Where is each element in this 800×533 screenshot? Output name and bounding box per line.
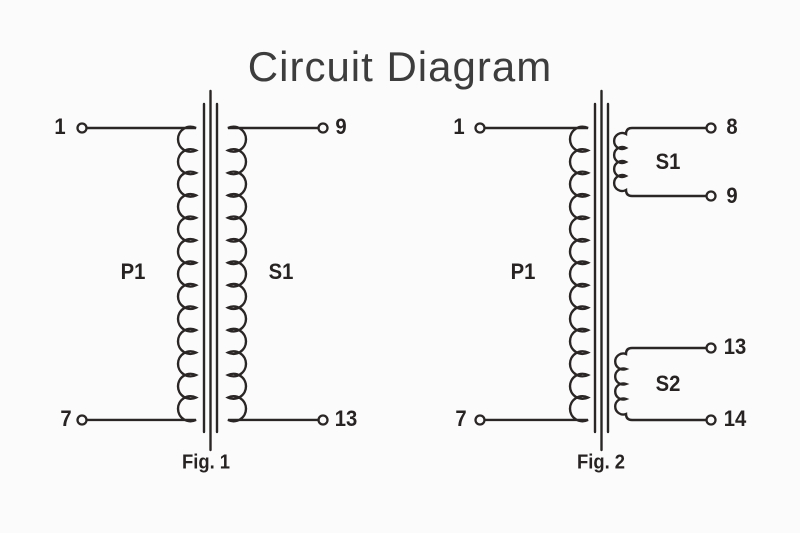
pin-label-14-fig2: 14 xyxy=(723,406,747,431)
figure-2-schematic xyxy=(474,89,717,452)
pin-label-1-fig1: 1 xyxy=(54,114,66,139)
terminal-pin-1-fig2 xyxy=(474,122,486,134)
pin-label-8-fig2: 8 xyxy=(726,114,738,139)
terminal-pin-1-fig1 xyxy=(76,122,88,134)
secondary-winding-s2-fig2 xyxy=(614,346,708,422)
transformer-core-fig2 xyxy=(593,89,610,452)
figure-1-schematic xyxy=(76,89,329,452)
primary-winding-fig2 xyxy=(484,125,591,423)
pin-label-9-fig2: 9 xyxy=(726,183,738,208)
terminal-pin-13-fig2 xyxy=(705,342,717,354)
figure-2-caption: Fig. 2 xyxy=(576,451,626,474)
pin-label-1-fig2: 1 xyxy=(453,114,465,139)
transformer-core-fig1 xyxy=(202,89,219,452)
pin-label-9-fig1: 9 xyxy=(335,114,347,139)
secondary-s2-winding-label-fig2: S2 xyxy=(655,371,681,396)
terminal-pin-8-fig2 xyxy=(705,122,717,134)
pin-label-13-fig2: 13 xyxy=(723,334,747,359)
primary-winding-fig1 xyxy=(85,125,199,423)
terminal-pin-9-fig1 xyxy=(317,122,329,134)
terminal-pin-13-fig1 xyxy=(317,414,329,426)
secondary-winding-label-fig1: S1 xyxy=(268,259,294,284)
pin-label-7-fig1: 7 xyxy=(60,406,72,431)
primary-winding-label-fig1: P1 xyxy=(120,259,146,284)
terminal-pin-9-fig2 xyxy=(705,190,717,202)
terminal-pin-7-fig1 xyxy=(76,414,88,426)
secondary-winding-s1-fig2 xyxy=(613,126,708,198)
terminal-pin-7-fig2 xyxy=(474,414,486,426)
terminal-pin-14-fig2 xyxy=(705,414,717,426)
figure-1-caption: Fig. 1 xyxy=(181,451,231,474)
pin-label-13-fig1: 13 xyxy=(334,406,358,431)
pin-label-7-fig2: 7 xyxy=(455,406,467,431)
secondary-winding-fig1 xyxy=(225,125,320,423)
primary-winding-label-fig2: P1 xyxy=(510,259,536,284)
page-title: Circuit Diagram xyxy=(247,43,553,90)
secondary-s1-winding-label-fig2: S1 xyxy=(655,149,681,174)
